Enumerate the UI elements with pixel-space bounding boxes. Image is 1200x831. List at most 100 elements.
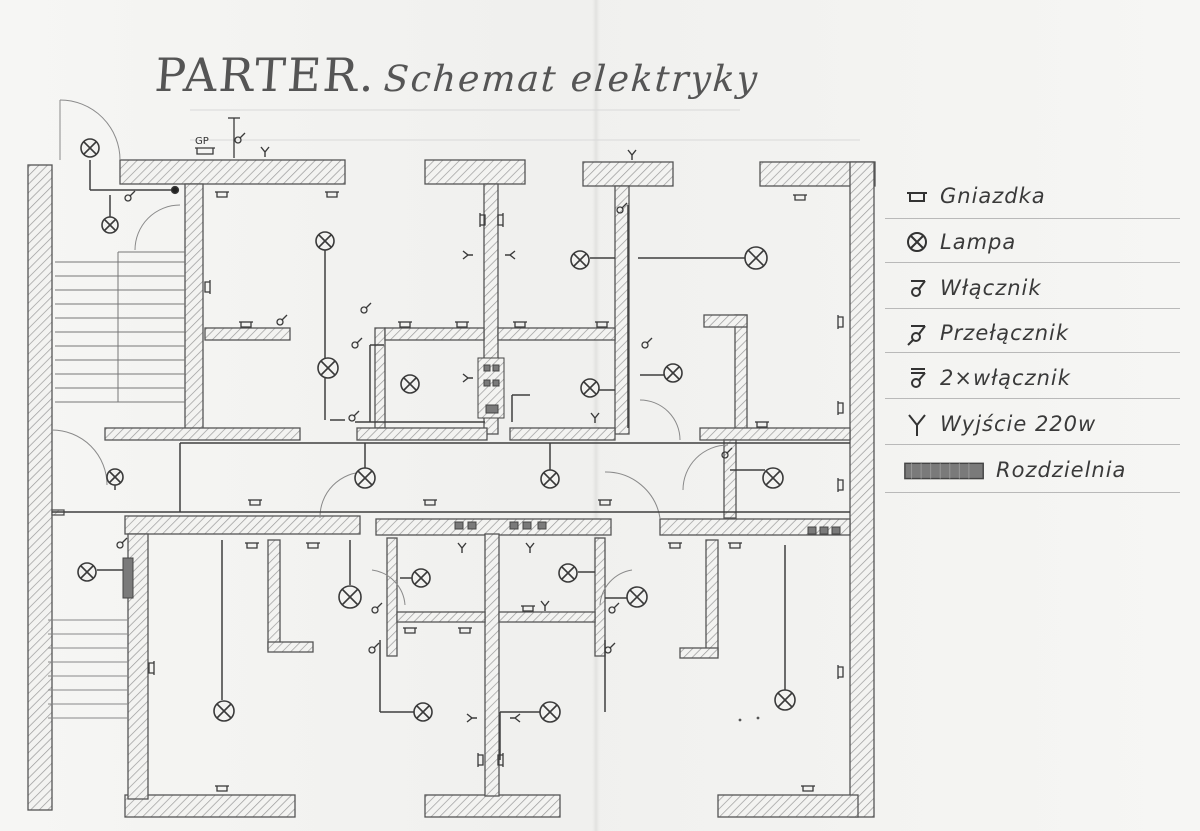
legend-label: Przełącznik bbox=[940, 321, 1070, 345]
socket-icon bbox=[595, 321, 609, 328]
lamp-icon bbox=[101, 216, 119, 234]
lamp-icon bbox=[570, 250, 590, 270]
gp-label: GP bbox=[195, 136, 209, 147]
lamp-icon bbox=[907, 232, 927, 252]
lamp-icon bbox=[400, 374, 420, 394]
paper-fold bbox=[592, 0, 600, 831]
socket-icon bbox=[837, 401, 844, 415]
legend-label: Wyjście 220w bbox=[940, 412, 1097, 436]
socket-icon bbox=[398, 321, 412, 328]
socket-icons bbox=[148, 191, 844, 792]
legend-rule bbox=[885, 308, 1180, 309]
toggle-switch-icon bbox=[907, 325, 926, 346]
lamp-icon bbox=[354, 467, 376, 489]
socket-icon bbox=[325, 191, 339, 198]
socket-icon bbox=[598, 499, 612, 506]
outlet-220-icon bbox=[525, 542, 535, 553]
legend-rule bbox=[885, 492, 1180, 493]
socket-icon bbox=[455, 321, 469, 328]
switch-icon bbox=[360, 302, 372, 314]
socket-icon bbox=[477, 753, 484, 767]
lower-staircase bbox=[48, 619, 128, 719]
switch-icon bbox=[276, 314, 288, 326]
lamp-icon bbox=[411, 568, 431, 588]
wiring bbox=[52, 160, 850, 760]
switch-icon bbox=[351, 337, 363, 349]
socket-icon bbox=[521, 605, 535, 612]
lamp-icon bbox=[626, 586, 648, 608]
outlet-220-icon bbox=[462, 250, 473, 260]
lamp-icon bbox=[213, 700, 235, 722]
marks bbox=[738, 716, 760, 722]
lamp-icon bbox=[539, 701, 561, 723]
socket-icon bbox=[215, 785, 229, 792]
outlet-220-icon bbox=[908, 414, 926, 436]
legend-item-double-switch: 2×włącznik bbox=[902, 358, 1071, 398]
distribution-board-icon bbox=[904, 462, 984, 480]
legend-rule bbox=[885, 398, 1180, 399]
socket-icon bbox=[668, 542, 682, 549]
socket-icon bbox=[793, 194, 807, 201]
lamp-icon bbox=[774, 689, 796, 711]
legend-rule bbox=[885, 262, 1180, 263]
legend-item-switch: Włącznik bbox=[902, 268, 1042, 308]
socket-icon bbox=[248, 499, 262, 506]
socket-icon bbox=[479, 213, 486, 227]
legend-item-distribution-board: Rozdzielnia bbox=[902, 450, 1126, 490]
socket-icon bbox=[837, 315, 844, 329]
outlet-220-icon bbox=[590, 412, 600, 423]
legend-label: Gniazdka bbox=[940, 184, 1046, 208]
legend-item-toggle-switch: Przełącznik bbox=[902, 313, 1069, 353]
main-panel bbox=[170, 117, 240, 195]
switch-icon bbox=[368, 642, 380, 654]
switch-icon bbox=[124, 190, 136, 202]
legend-label: Lampa bbox=[940, 230, 1017, 254]
lamp-icon bbox=[413, 702, 433, 722]
socket-icon bbox=[513, 321, 527, 328]
lamp-icon bbox=[580, 378, 600, 398]
faint-guide-lines bbox=[190, 109, 860, 141]
legend-rule bbox=[885, 444, 1180, 445]
outlet-220-icon bbox=[510, 713, 521, 723]
legend-rule bbox=[885, 218, 1180, 219]
switch-icon bbox=[721, 447, 733, 459]
switch-icon bbox=[348, 410, 360, 422]
switch-icon bbox=[616, 202, 628, 214]
distribution-boards bbox=[122, 357, 841, 599]
lamp-icon bbox=[338, 585, 362, 609]
socket-icon bbox=[204, 280, 211, 294]
double-switch-icon bbox=[911, 368, 926, 388]
socket-icon bbox=[497, 213, 504, 227]
outlet-220-icon bbox=[466, 713, 477, 723]
switch-icon bbox=[116, 537, 128, 549]
outlet-220-icon bbox=[505, 250, 516, 260]
legend-item-outlet-220: Wyjście 220w bbox=[902, 404, 1096, 444]
lamp-icon bbox=[106, 468, 124, 486]
lamp-icon bbox=[540, 469, 560, 489]
switch-icon bbox=[911, 280, 926, 297]
switch-icon bbox=[234, 132, 246, 144]
lamp-icon bbox=[317, 357, 339, 379]
socket-icon bbox=[423, 499, 437, 506]
lamp-icon bbox=[663, 363, 683, 383]
socket-icon bbox=[728, 542, 742, 549]
walls bbox=[27, 159, 876, 818]
socket-icon bbox=[497, 753, 504, 767]
socket-icon bbox=[245, 542, 259, 549]
legend-label: 2×włącznik bbox=[940, 366, 1071, 390]
lamp-icon bbox=[80, 138, 100, 158]
lamp-icon bbox=[315, 231, 335, 251]
legend-item-socket: Gniazdka bbox=[902, 176, 1046, 216]
outlet-220-icon bbox=[457, 542, 467, 553]
legend-item-lamp: Lampa bbox=[902, 222, 1016, 262]
socket-icon bbox=[239, 321, 253, 328]
upper-staircase bbox=[55, 251, 185, 403]
outlet-220-icon bbox=[627, 149, 637, 160]
socket-icon bbox=[837, 665, 844, 679]
socket-icon bbox=[755, 421, 769, 428]
socket-icon bbox=[801, 785, 815, 792]
socket-icon bbox=[907, 192, 927, 202]
lamp-icon bbox=[744, 246, 768, 270]
switch-icon bbox=[371, 602, 383, 614]
